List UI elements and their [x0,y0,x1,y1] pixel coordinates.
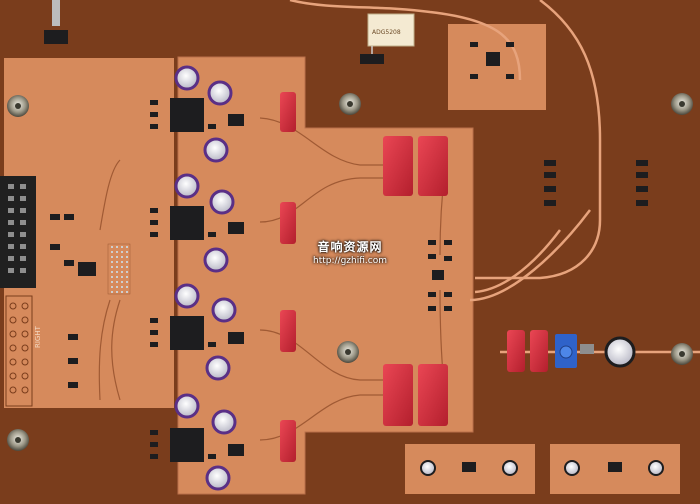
watermark-site-name: 音响资源网 [317,240,383,254]
interface-ic-cluster [50,214,131,388]
relay-module [360,13,415,64]
large-film-capacitors [383,136,448,426]
top-left-header [44,0,68,44]
amp-stage-2 [150,173,244,273]
top-right-copper-island [448,24,546,110]
watermark: 音响资源网 http://gzhifi.com [300,238,400,266]
output-filter [507,330,636,372]
watermark-url: http://gzhifi.com [313,256,387,266]
small-film-capacitors [280,92,296,462]
signal-traces [98,117,446,441]
bottom-small-circuits [420,460,664,476]
mounting-screws [7,93,693,451]
amp-stage-3 [150,283,244,381]
amp-stage-4 [150,393,244,491]
amp-stage-1 [150,65,244,163]
ribbon-header [0,176,36,288]
output-smd-cluster [428,240,452,311]
right-smd-stacks [544,160,648,206]
relay-silkscreen-label: ADG5208 [372,29,401,36]
top-right-island-parts [470,42,514,79]
right-silkscreen-label: RIGHT [34,325,42,348]
header-footprint [5,295,33,407]
